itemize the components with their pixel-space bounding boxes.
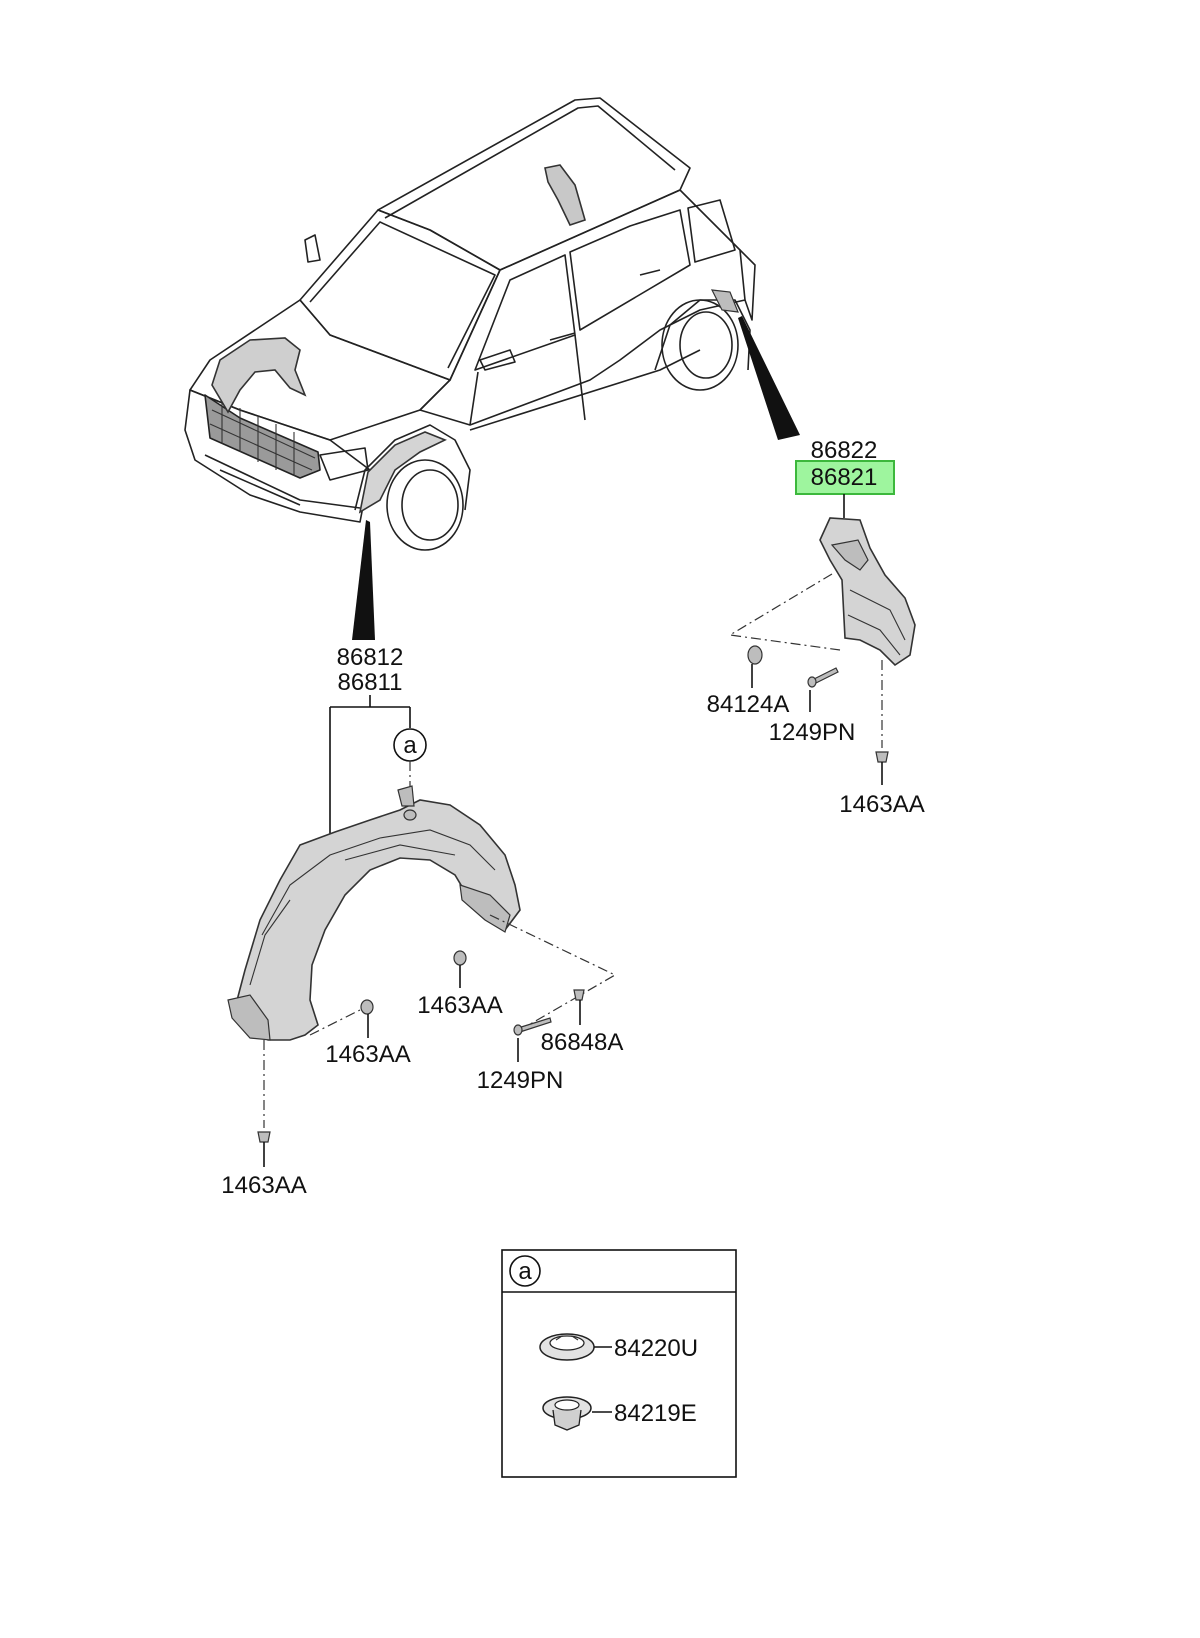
front-bolt-bottom-1463aa: [257, 1131, 271, 1167]
legend-header-circle: [509, 1255, 541, 1287]
label-rear-bolt: 1463AA: [839, 791, 924, 818]
label-front-bolt-bottom: 1463AA: [221, 1172, 306, 1199]
label-front-screw: 1249PN: [477, 1067, 564, 1094]
front-screw-1249pn: [513, 1017, 552, 1062]
callout-a-circle: a: [393, 728, 427, 762]
label-rear-lower: 86821: [811, 464, 878, 491]
label-front-bolt-left: 1463AA: [325, 1041, 410, 1068]
legend-item-code: 84219E: [614, 1400, 697, 1427]
front-clip-86848a: [573, 989, 585, 1025]
rear-bolt-1463aa: [875, 751, 889, 785]
flat-clip-icon: [539, 1333, 595, 1361]
label-front-clip: 86848A: [541, 1029, 624, 1056]
label-rear-clip: 84124A: [707, 691, 790, 718]
front-bolt-left-1463aa: [360, 999, 374, 1038]
legend-header: a: [518, 1258, 532, 1285]
legend-box: a 84220U 84219E: [501, 1249, 737, 1478]
front-bolt-mid-1463aa: [453, 950, 467, 988]
highlight-box: [795, 460, 895, 495]
label-front-lower: 86811: [338, 669, 403, 696]
rear-clip-84124a: [747, 645, 763, 688]
rear-callout-wedge: [738, 316, 800, 440]
legend-item-code: 84220U: [614, 1335, 698, 1362]
front-wheel-liner: [227, 785, 521, 1041]
label-front-bolt-mid: 1463AA: [417, 992, 502, 1019]
label-front-upper: 86812: [337, 644, 404, 671]
push-clip-icon: [542, 1396, 592, 1431]
svg-text:a: a: [403, 732, 417, 759]
rear-wheel-guard: [819, 517, 916, 667]
front-callout-wedge: [352, 520, 375, 640]
label-rear-screw: 1249PN: [769, 719, 856, 746]
vehicle-outline: [184, 97, 756, 551]
label-rear-upper: 86822: [811, 437, 878, 464]
rear-screw-1249pn: [807, 667, 839, 712]
